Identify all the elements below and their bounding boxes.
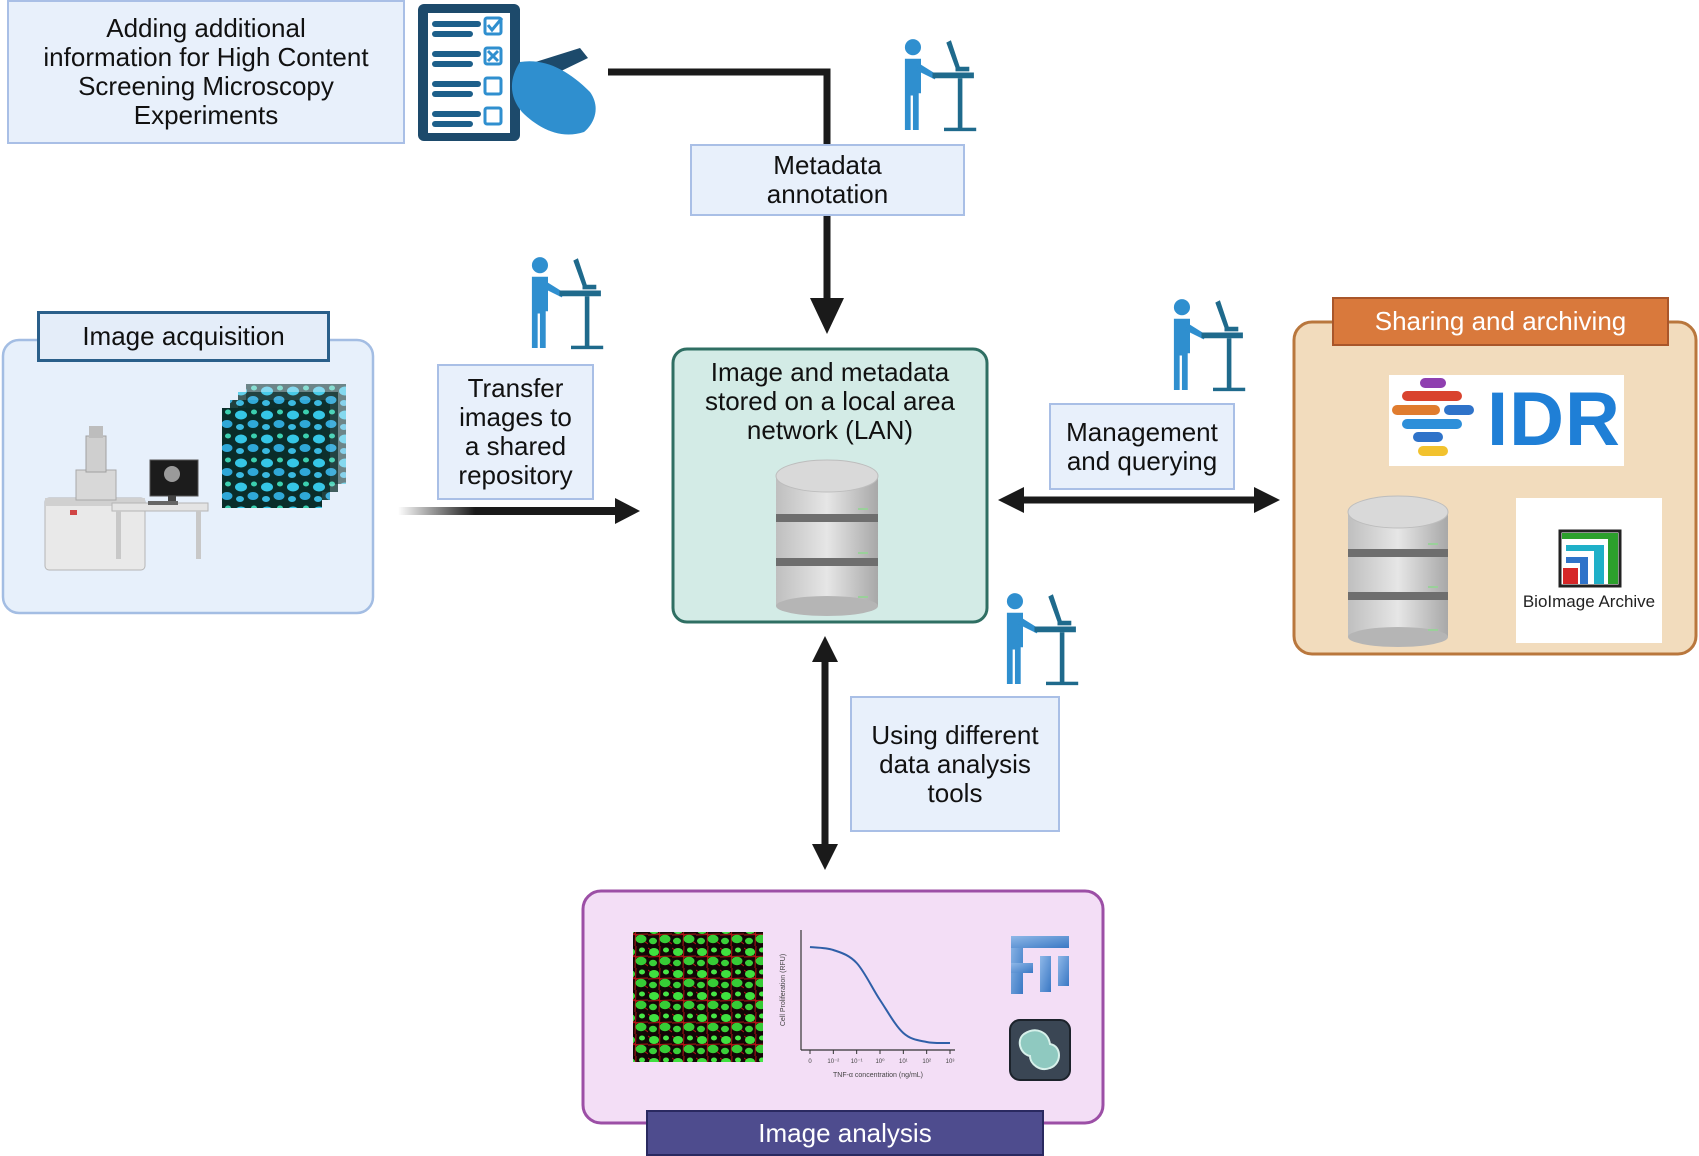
- analysis-double-arrow: [812, 636, 838, 870]
- checklist-clipboard-icon: [418, 4, 596, 141]
- fiji-logo: [1011, 936, 1069, 994]
- x-tick-label: 10⁰: [875, 1058, 885, 1065]
- dose-response-series-line: [809, 946, 951, 1045]
- segmented-cells-image: [633, 932, 763, 1062]
- x-tick-label: 0: [808, 1059, 812, 1065]
- person-at-desk-icon-management: [1173, 299, 1246, 392]
- management-querying-box: Management and querying: [1049, 403, 1235, 490]
- transfer-arrow: [398, 498, 640, 524]
- x-tick-label: 10¹: [899, 1059, 908, 1065]
- hcs-info-box: Adding additional information for High C…: [7, 0, 405, 144]
- x-axis-label: TNF-α concentration (ng/mL): [833, 1072, 923, 1079]
- dose-response-chart: 0 10⁻² 10⁻¹ 10⁰ 10¹ 10² 10³ TNF-α concentratio…: [780, 930, 955, 1079]
- bioimage-archive-logo: [1516, 498, 1662, 643]
- microscope-workstation-icon: [44, 426, 209, 571]
- x-tick-label: 10²: [922, 1059, 931, 1065]
- management-double-arrow: [998, 487, 1280, 513]
- idr-logo: [1389, 375, 1624, 466]
- transfer-images-box: Transfer images to a shared repository: [437, 364, 594, 500]
- person-at-desk-icon-analysis: [1006, 593, 1079, 686]
- cell-blob-tool-icon: [1009, 1019, 1071, 1081]
- sharing-archiving-header: Sharing and archiving: [1332, 297, 1669, 346]
- metadata-annotation-box: Metadata annotation: [690, 144, 965, 216]
- y-axis-label: Cell Proliferation (RFU): [780, 954, 787, 1026]
- lan-database-icon: [775, 459, 879, 616]
- x-tick-label: 10⁻¹: [851, 1059, 863, 1065]
- image-acquisition-header: Image acquisition: [37, 311, 330, 362]
- bioimage-archive-text: BioImage Archive: [1522, 592, 1656, 611]
- image-analysis-header: Image analysis: [646, 1110, 1044, 1156]
- image-stack-icon: [222, 384, 346, 508]
- analysis-tools-box: Using different data analysis tools: [850, 696, 1060, 832]
- x-tick-label: 10⁻²: [827, 1059, 839, 1065]
- metadata-to-lan-arrow: [608, 68, 844, 334]
- x-tick-label: 10³: [946, 1059, 955, 1065]
- person-at-desk-icon-transfer: [531, 257, 604, 350]
- lan-storage-title: Image and metadata stored on a local are…: [704, 356, 956, 445]
- archive-database-icon: [1347, 495, 1449, 647]
- idr-logo-text: IDR: [1487, 377, 1621, 462]
- person-at-desk-icon-metadata: [904, 39, 977, 132]
